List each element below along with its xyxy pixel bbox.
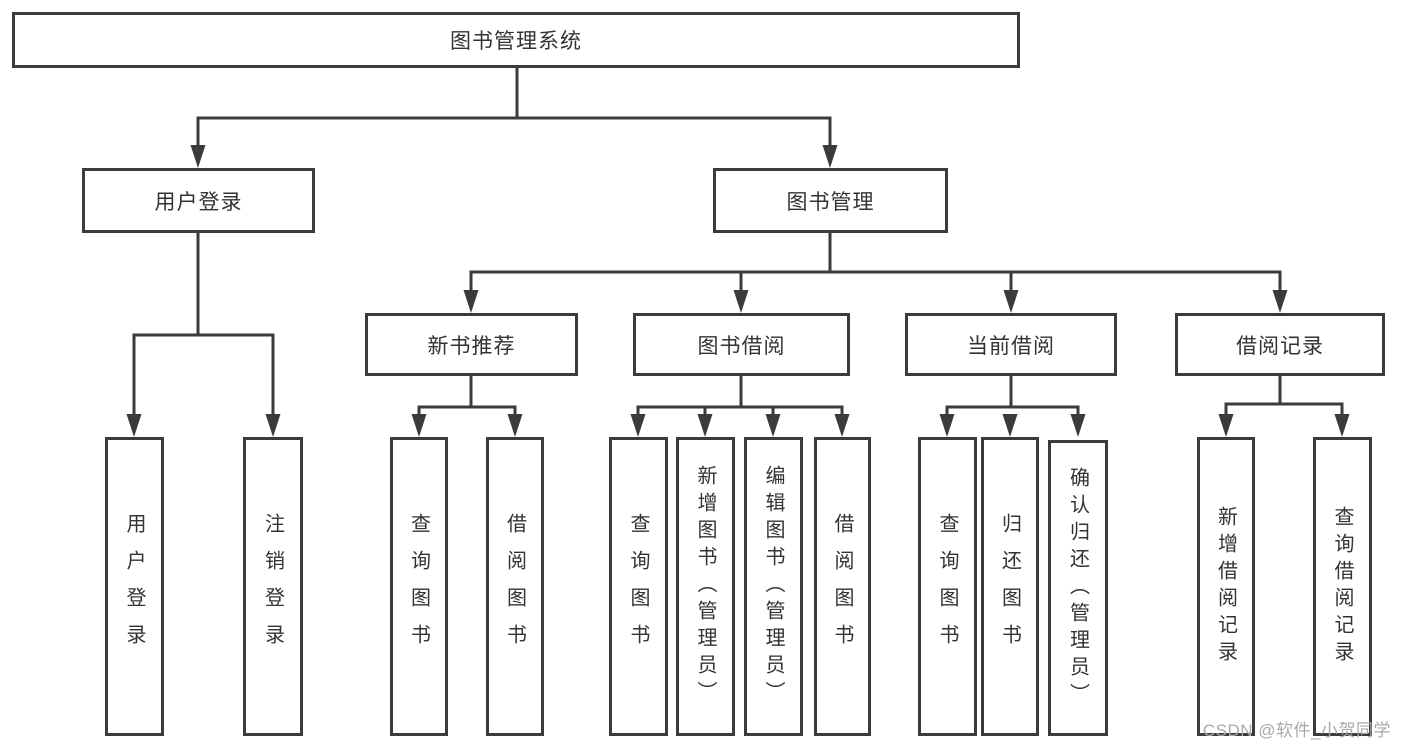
leaf-add-borrow-record: 新增借阅记录	[1197, 437, 1255, 736]
leaf-current-query-books: 查询图书	[918, 437, 977, 736]
leaf-add-borrow-record-label: 新增借阅记录	[1214, 505, 1237, 668]
tree-node-user-login: 用户登录	[82, 168, 315, 233]
leaf-borrow-books-label: 借阅图书	[831, 512, 853, 661]
leaf-borrowing-query-books-label: 查询图书	[627, 512, 649, 661]
tree-node-book-borrowing-label: 图书借阅	[697, 334, 786, 358]
leaf-return-books: 归还图书	[981, 437, 1039, 736]
leaf-recommend-query-books-label: 查询图书	[407, 512, 430, 661]
tree-node-user-login-label: 用户登录	[154, 190, 243, 214]
leaf-borrowing-query-books: 查询图书	[609, 437, 668, 736]
leaf-recommend-query-books: 查询图书	[390, 437, 448, 736]
leaf-return-books-label: 归还图书	[998, 512, 1021, 661]
leaf-query-borrow-record: 查询借阅记录	[1313, 437, 1372, 736]
leaf-current-query-books-label: 查询图书	[936, 512, 958, 661]
tree-node-book-borrowing: 图书借阅	[633, 313, 850, 376]
leaf-logout: 注销登录	[243, 437, 303, 736]
tree-node-borrowing-records: 借阅记录	[1175, 313, 1385, 376]
leaf-confirm-return-admin-label: 确认归还（管理员）	[1066, 466, 1089, 710]
leaf-query-borrow-record-label: 查询借阅记录	[1331, 505, 1353, 668]
leaf-edit-books-admin: 编辑图书（管理员）	[744, 437, 803, 736]
leaf-recommend-borrow-books-label: 借阅图书	[503, 512, 526, 661]
tree-node-root-label: 图书管理系统	[450, 30, 582, 53]
leaf-user-login-label: 用户登录	[123, 512, 145, 661]
tree-node-root: 图书管理系统	[12, 12, 1020, 68]
tree-node-new-book-recommend-label: 新书推荐	[427, 334, 516, 358]
leaf-add-books-admin: 新增图书（管理员）	[676, 437, 735, 736]
leaf-user-login: 用户登录	[105, 437, 164, 736]
tree-node-current-borrowing: 当前借阅	[905, 313, 1117, 376]
tree-node-book-management-label: 图书管理	[786, 190, 875, 214]
watermark: CSDN @软件_小贺同学	[1202, 721, 1391, 740]
tree-node-current-borrowing-label: 当前借阅	[967, 334, 1055, 358]
tree-node-book-management: 图书管理	[713, 168, 948, 233]
arrowhead-icons	[126, 145, 1350, 437]
leaf-borrow-books: 借阅图书	[814, 437, 871, 736]
tree-node-new-book-recommend: 新书推荐	[365, 313, 578, 376]
leaf-logout-label: 注销登录	[261, 512, 284, 661]
tree-node-borrowing-records-label: 借阅记录	[1236, 334, 1324, 358]
leaf-confirm-return-admin: 确认归还（管理员）	[1048, 440, 1108, 736]
leaf-recommend-borrow-books: 借阅图书	[486, 437, 544, 736]
leaf-edit-books-admin-label: 编辑图书（管理员）	[762, 465, 784, 708]
leaf-add-books-admin-label: 新增图书（管理员）	[694, 465, 716, 708]
